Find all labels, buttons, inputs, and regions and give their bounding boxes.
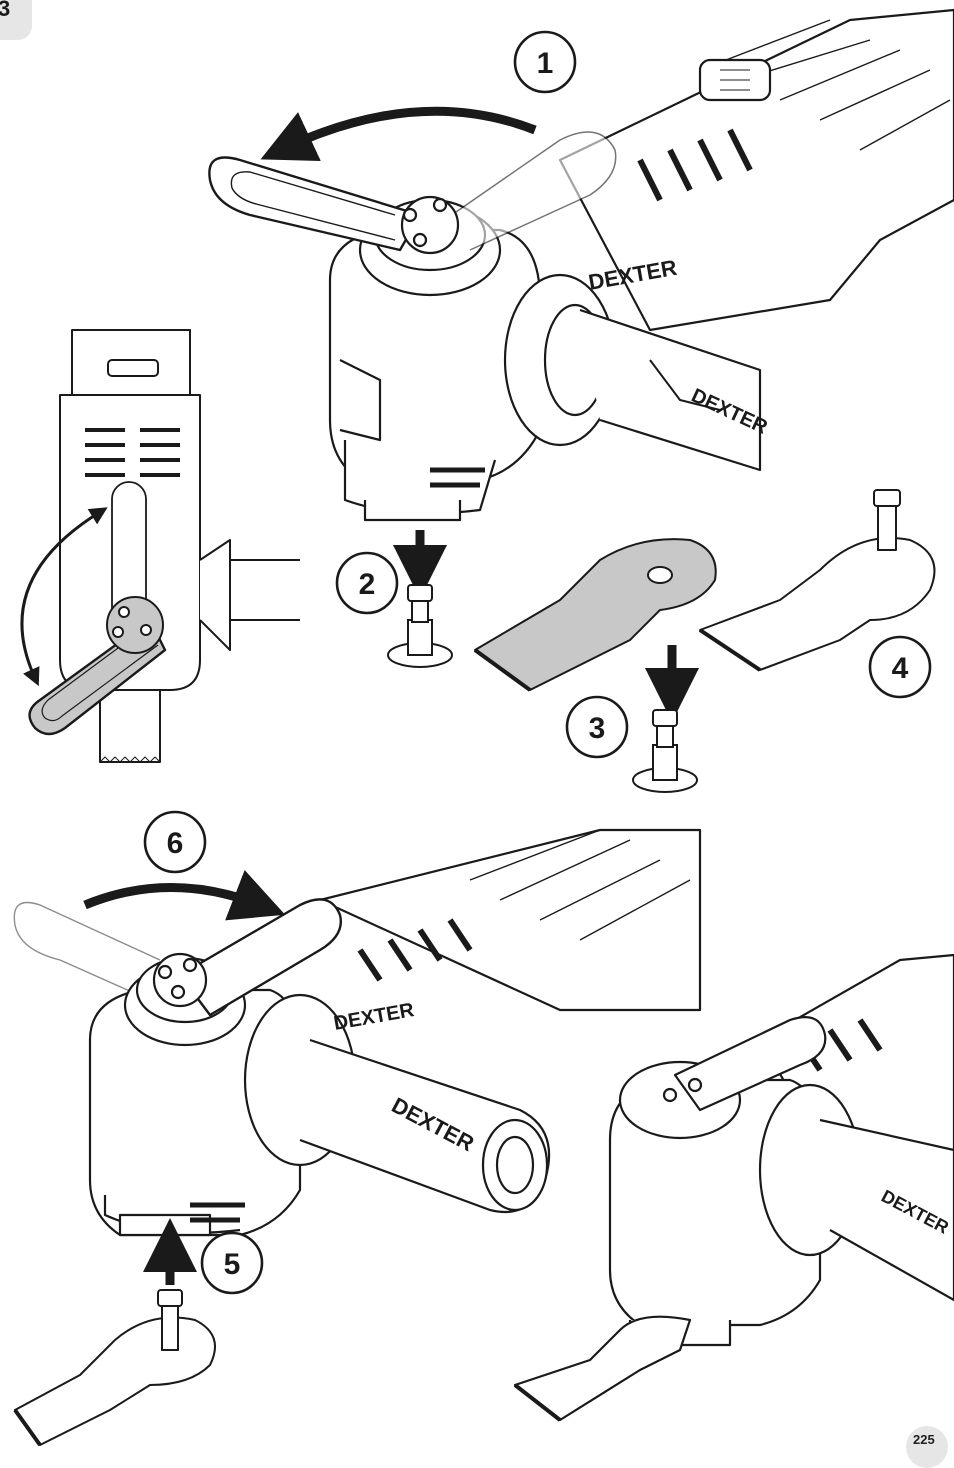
section-tab: 3 <box>0 0 32 40</box>
blade-gray <box>473 538 717 692</box>
page-number: 225 <box>913 1432 935 1447</box>
clamp-pin-step-2 <box>387 584 453 668</box>
double-curved-arrow-icon <box>20 507 108 687</box>
step-number-1: 1 <box>537 47 554 80</box>
blade-step-5 <box>13 1289 216 1447</box>
step-badge-3: 3 <box>565 695 629 759</box>
tool-bottom-left: DEXTER DEXTER <box>13 828 702 1237</box>
step-badge-1: 1 <box>513 30 577 94</box>
blade-assembled-step-4 <box>698 489 936 672</box>
section-number: 3 <box>0 0 11 21</box>
clamp-pin-step-3 <box>632 709 698 793</box>
step-badge-6: 6 <box>143 810 207 874</box>
page-number-badge: 225 <box>906 1426 948 1468</box>
step-badge-4: 4 <box>868 635 932 699</box>
step-number-2: 2 <box>359 568 376 601</box>
curved-arrow-icon <box>260 106 537 162</box>
curved-arrow-icon-2 <box>83 870 286 921</box>
step-number-4: 4 <box>892 652 909 685</box>
step-badges: 1 2 3 4 5 6 <box>143 30 932 1295</box>
tool-top: DEXTER DEXTER <box>208 8 954 522</box>
step-badge-5: 5 <box>200 1231 264 1295</box>
step-badge-2: 2 <box>335 551 399 615</box>
step-number-6: 6 <box>167 827 184 860</box>
tool-side-view <box>28 329 300 763</box>
tool-bottom-right: DEXTER <box>513 953 954 1422</box>
brand-label-bottom-body: DEXTER <box>332 999 416 1035</box>
step-number-3: 3 <box>589 712 606 745</box>
step-number-5: 5 <box>224 1248 241 1281</box>
